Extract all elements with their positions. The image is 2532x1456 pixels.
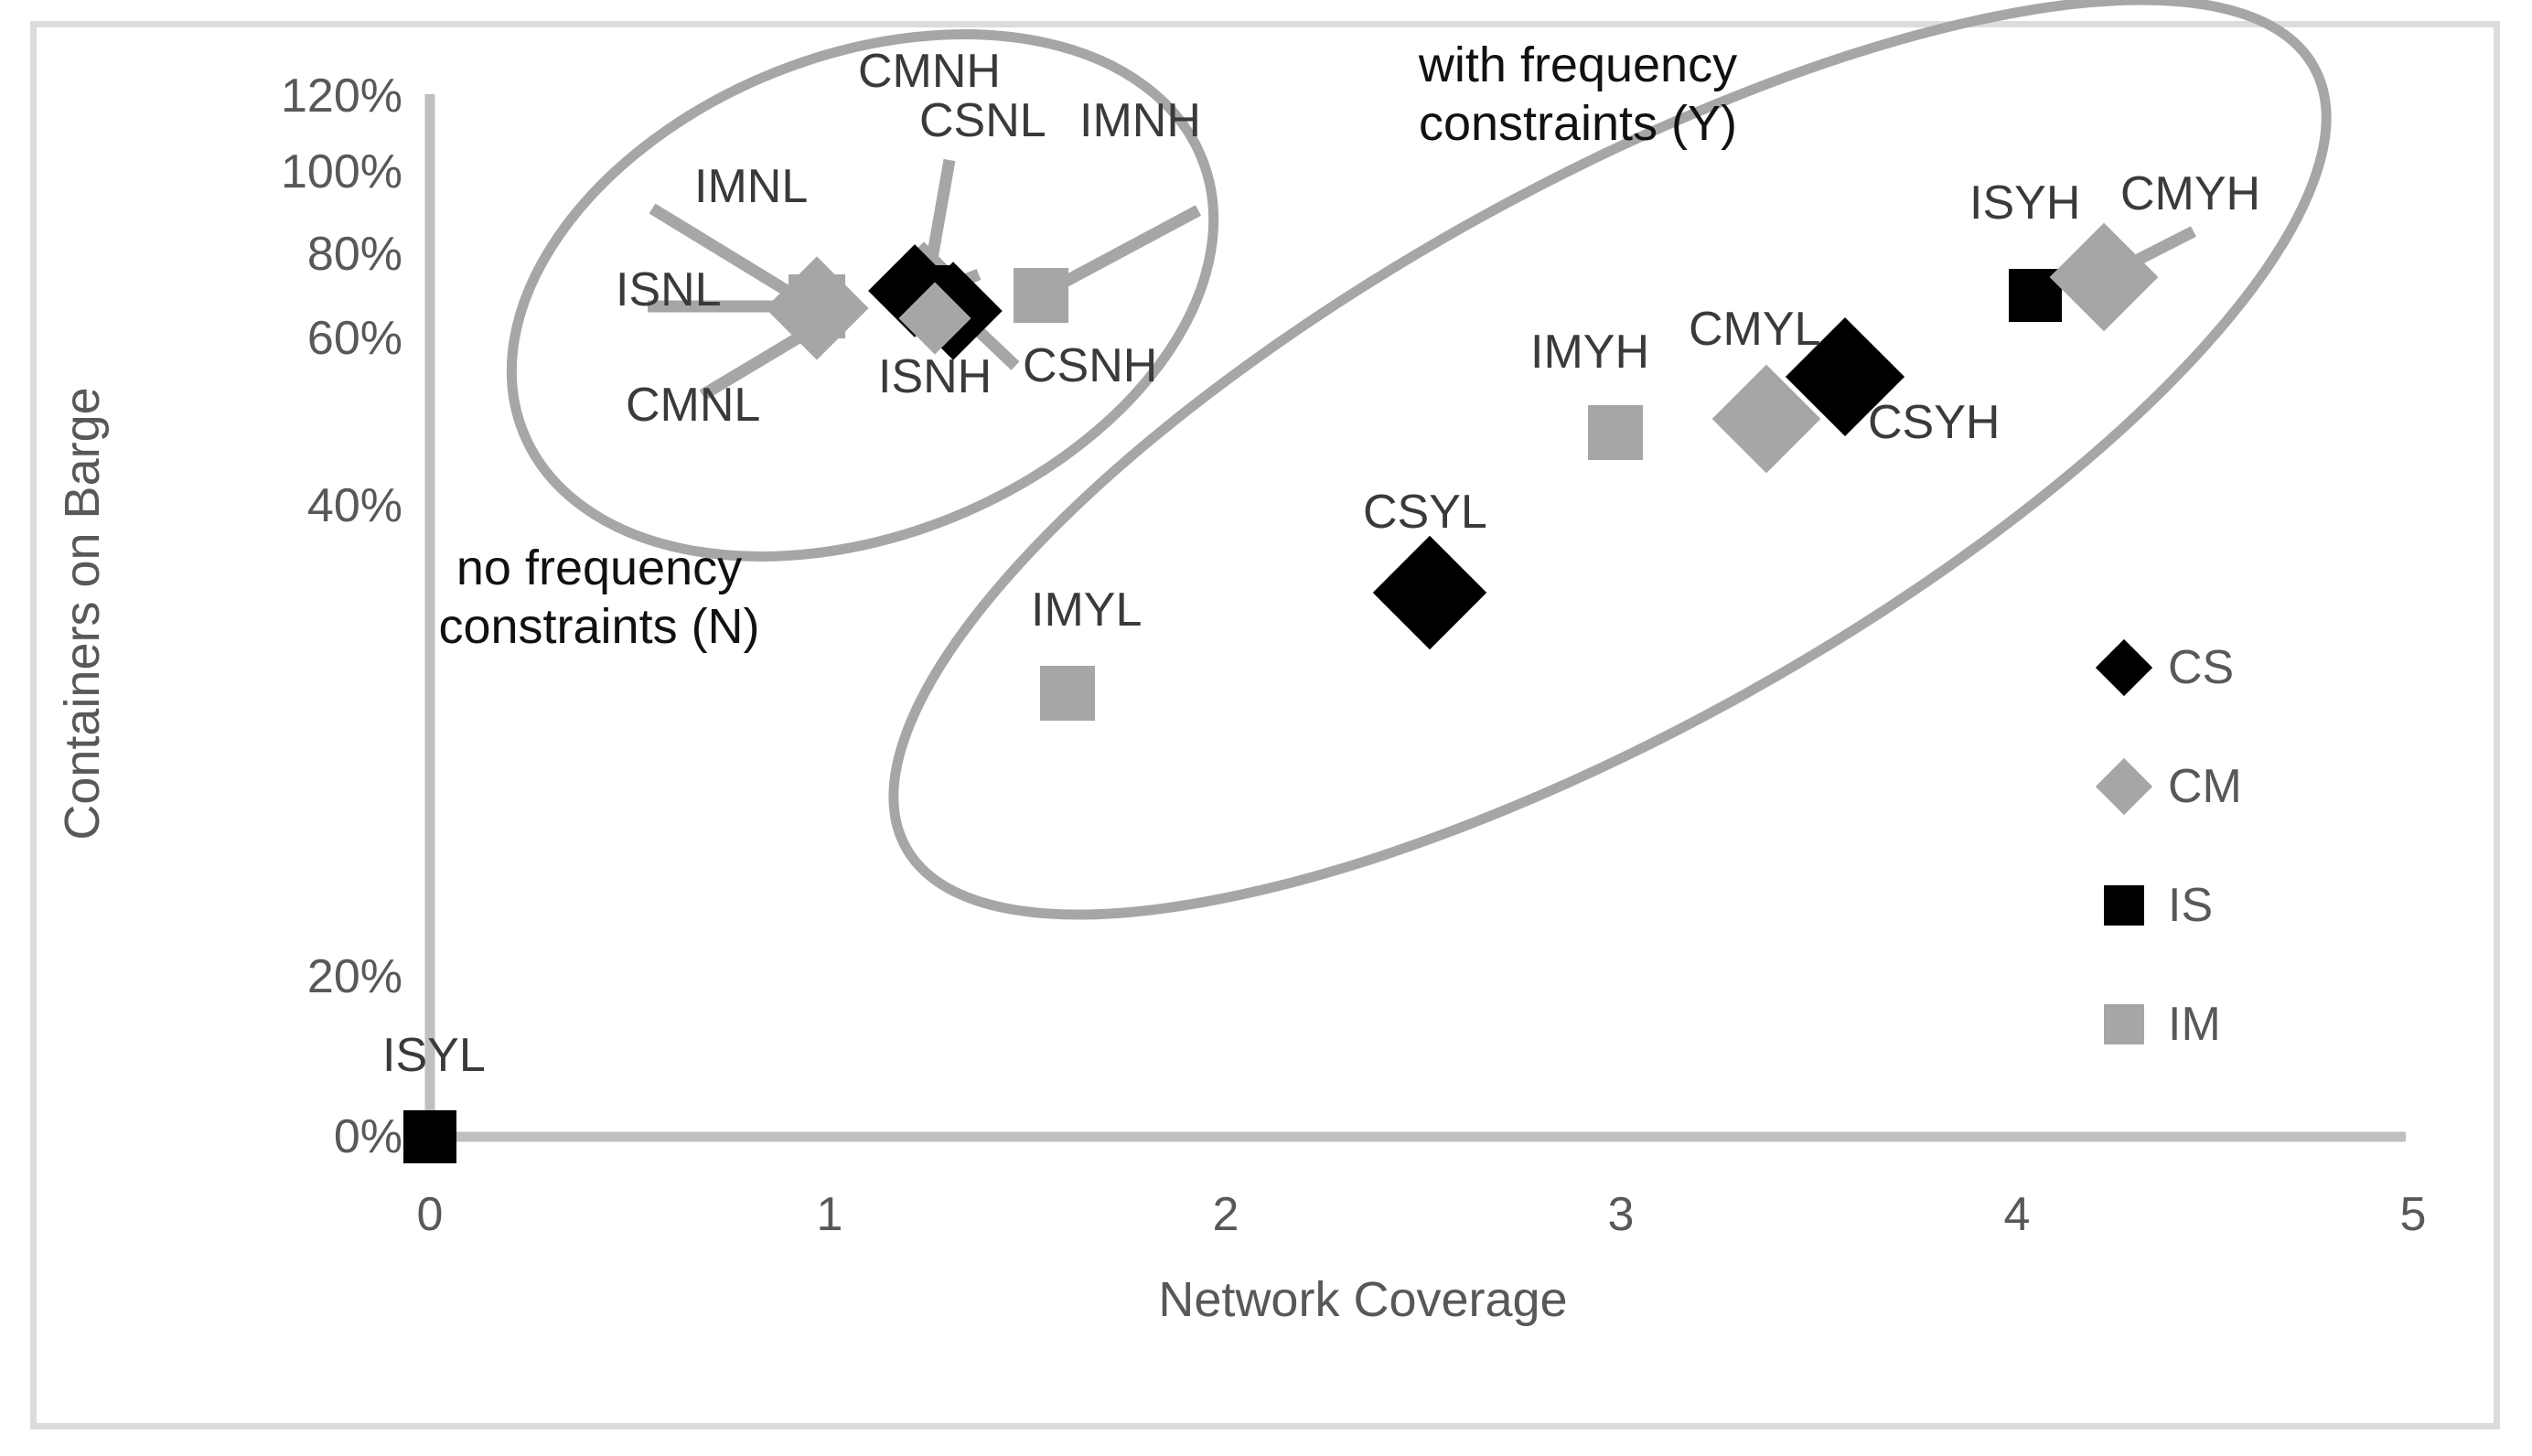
- annotation-no-frequency: no frequency constraints (N): [438, 541, 760, 654]
- point-label-imyh: IMYH: [1530, 326, 1649, 379]
- y-tick-20: 20%: [306, 950, 402, 1003]
- legend-item-im[interactable]: IM: [2104, 997, 2221, 1052]
- legend-diamond-black-icon: [2095, 638, 2153, 697]
- legend-label-cm: CM: [2168, 760, 2242, 813]
- x-tick-0: 0: [416, 1188, 444, 1241]
- x-tick-4: 4: [2003, 1188, 2031, 1241]
- y-tick-80: 80%: [306, 228, 402, 281]
- marker-imnh[interactable]: [1014, 268, 1068, 323]
- annotation-with-frequency: with frequency constraints (Y): [1418, 37, 1738, 151]
- point-label-imyl: IMYL: [1031, 583, 1143, 637]
- legend-label-im: IM: [2168, 998, 2221, 1051]
- point-label-cmyh: CMYH: [2120, 167, 2261, 220]
- y-tick-120: 120%: [281, 70, 402, 123]
- point-label-imnh: IMNH: [1079, 94, 1201, 147]
- legend-square-gray-icon: [2104, 1004, 2144, 1044]
- marker-imyl[interactable]: [1040, 666, 1095, 721]
- legend-diamond-gray-icon: [2095, 757, 2153, 816]
- x-tick-5: 5: [2399, 1188, 2427, 1241]
- point-label-isnl: ISNL: [616, 263, 722, 316]
- y-axis-title: Containers on Barge: [55, 387, 110, 840]
- legend-item-cs[interactable]: CS: [2095, 638, 2235, 697]
- legend-label-is: IS: [2168, 879, 2214, 932]
- cluster-ellipse-n: [506, 29, 1219, 562]
- x-tick-2: 2: [1212, 1188, 1239, 1241]
- point-label-csyl: CSYL: [1363, 486, 1487, 539]
- point-label-csnl: CSNL: [919, 94, 1046, 147]
- leader-imnl: [649, 203, 809, 307]
- marker-csyl[interactable]: [1372, 535, 1487, 650]
- marker-cmyh[interactable]: [2049, 222, 2159, 332]
- marker-isyl[interactable]: [403, 1110, 456, 1163]
- point-label-imnl: IMNL: [694, 160, 809, 213]
- marker-csyh[interactable]: [1785, 316, 1905, 437]
- marker-imyh[interactable]: [1588, 405, 1643, 460]
- point-label-cmnh: CMNH: [858, 45, 1001, 98]
- point-label-csyh: CSYH: [1868, 396, 2001, 449]
- x-tick-3: 3: [1607, 1188, 1635, 1241]
- legend-item-cm[interactable]: CM: [2095, 757, 2242, 816]
- x-axis-title: Network Coverage: [1158, 1272, 1568, 1327]
- y-tick-100: 100%: [281, 145, 402, 198]
- point-label-cmnl: CMNL: [626, 379, 761, 432]
- y-tick-40: 40%: [306, 479, 402, 532]
- x-tick-1: 1: [816, 1188, 843, 1241]
- cluster-ellipse-y: [888, 0, 2332, 920]
- point-label-csnh: CSNH: [1023, 339, 1158, 392]
- point-label-cmyl: CMYL: [1689, 303, 1821, 356]
- legend-item-is[interactable]: IS: [2104, 878, 2213, 933]
- y-tick-60: 60%: [306, 312, 402, 365]
- y-tick-0: 0%: [333, 1110, 402, 1163]
- point-label-isyh: ISYH: [1969, 177, 2081, 230]
- legend-square-black-icon: [2104, 885, 2144, 926]
- point-label-isyl: ISYL: [382, 1029, 486, 1082]
- point-label-isnh: ISNH: [878, 350, 992, 403]
- legend-label-cs: CS: [2168, 641, 2235, 694]
